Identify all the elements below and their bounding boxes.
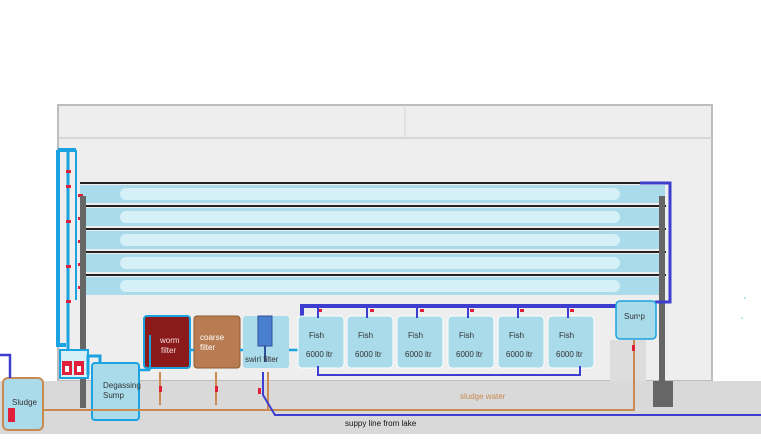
valve-icon[interactable] [570,309,574,312]
sludge-inlet-pipe [0,353,12,378]
valve-icon[interactable] [632,345,635,351]
valve-icon[interactable] [66,185,71,188]
fish-tank-volume: 6000 ltr [556,350,583,359]
worm-filter-label-2: filter [161,346,176,355]
fish-tank-name: Fish [408,331,423,340]
sump-label: Sump [624,312,645,321]
fish-tank-name: Fish [509,331,524,340]
valve-icon[interactable] [66,300,71,303]
fish-tank-name: Fish [459,331,474,340]
coarse-filter[interactable]: coarse filter [193,315,241,369]
raceway-tier [78,182,666,203]
fish-drain-pipe [317,366,581,376]
degassing-label-1: Degassing [103,381,141,390]
valve-icon[interactable] [370,309,374,312]
fish-tank[interactable]: Fish 6000 ltr [497,306,545,369]
right-return-pipe [640,181,672,304]
fish-tank-name: Fish [309,331,324,340]
supply-line-label: suppy line from lake [345,419,417,428]
fish-tank-volume: 6000 ltr [306,350,333,359]
fish-tank-name: Fish [358,331,373,340]
water-spray [637,297,746,328]
fish-tank-volume: 6000 ltr [506,350,533,359]
line-valves [159,345,635,394]
swirl-filter-label: swirl filter [245,355,279,364]
sludge-label: Sludge [12,398,37,407]
raceway-tier [78,274,666,295]
support-post-left [80,196,86,408]
degassing-feed-pipe [86,354,102,375]
valve-icon[interactable] [66,265,71,268]
fish-tank-volume: 6000 ltr [456,350,483,359]
sump[interactable]: Sump [610,300,657,381]
valve-icon[interactable] [420,309,424,312]
swirl-filter[interactable]: swirl filter [243,315,289,368]
worm-filter-label-1: worm [159,336,180,345]
raceway-tier [78,205,666,226]
valve-icon[interactable] [258,388,261,394]
fish-tank-volume: 6000 ltr [355,350,382,359]
valve-icon[interactable] [215,386,218,392]
coarse-filter-label-1: coarse [200,333,225,342]
valve-icon[interactable] [318,309,322,312]
raceway-tier [78,228,666,249]
coarse-filter-label-2: filter [200,343,215,352]
degassing-label-2: Sump [103,391,124,400]
fish-tank-volume: 6000 ltr [405,350,432,359]
support-post-right [659,196,665,381]
worm-filter[interactable]: worm filter [143,315,191,370]
fish-tank-name: Fish [559,331,574,340]
valve-icon[interactable] [520,309,524,312]
valve-icon[interactable] [66,170,71,173]
sludge-water-label: sludge water [460,392,506,401]
valve-icon[interactable] [470,309,474,312]
pump-unit[interactable] [59,349,89,379]
raceway-stack [78,182,666,295]
valve-icon[interactable] [66,220,71,223]
fish-tank[interactable]: Fish 6000 ltr [297,306,345,369]
degassing-sump[interactable]: Degassing Sump [91,362,141,421]
lake-supply-pipe [262,372,761,416]
fish-tank[interactable]: Fish 6000 ltr [547,306,595,369]
sludge-tank[interactable]: Sludge [2,377,44,431]
valve-icon[interactable] [78,194,83,197]
fish-tank[interactable]: Fish 6000 ltr [396,306,444,369]
valve-icon[interactable] [159,386,162,392]
support-footing-right [653,381,673,407]
filter-link-pipe [139,348,298,372]
left-supply-riser [56,148,77,355]
fish-tank[interactable]: Fish 6000 ltr [346,306,394,369]
fish-tank[interactable]: Fish 6000 ltr [447,306,495,369]
raceway-tier [78,251,666,272]
